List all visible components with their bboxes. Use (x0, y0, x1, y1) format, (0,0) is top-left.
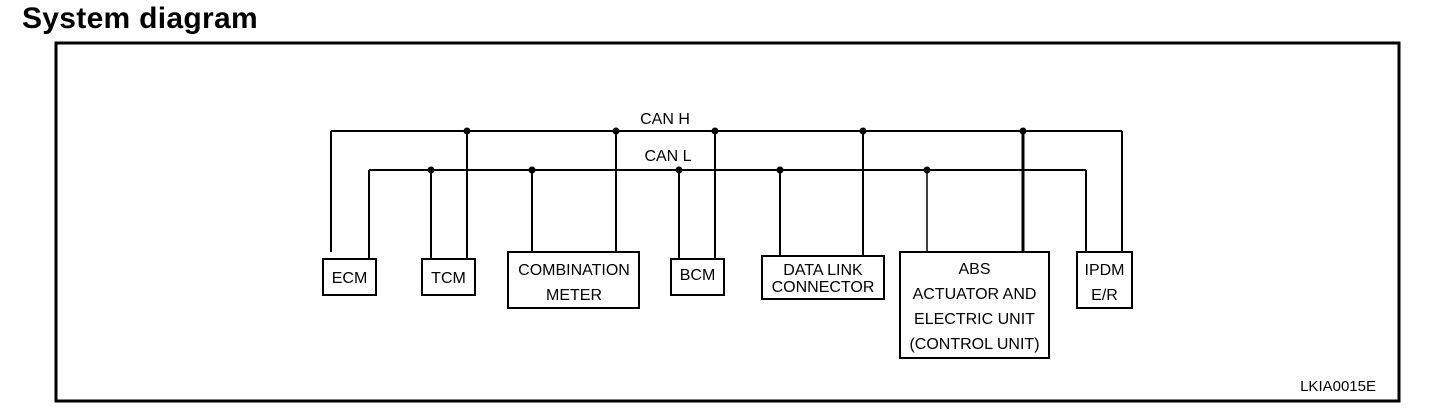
data-link-connector-label-line1: DATA LINK (783, 262, 863, 279)
combination-meter-unit: COMBINATION METER (507, 251, 640, 309)
can-h-label: CAN H (640, 111, 690, 128)
abs-label-line2: ACTUATOR AND (913, 286, 1037, 303)
svg-text:METER: METER (546, 287, 602, 304)
data-link-connector-label-line2: CONNECTOR (772, 279, 875, 296)
svg-text:ECM: ECM (332, 270, 368, 287)
svg-text:ELECTRIC UNIT: ELECTRIC UNIT (914, 311, 1035, 328)
svg-text:TCM: TCM (431, 270, 466, 287)
ecm-label: ECM (332, 270, 368, 287)
ipdm-er-unit: IPDM E/R (1076, 251, 1133, 309)
ecm-unit: ECM (322, 258, 377, 296)
diagram-frame (54, 41, 1401, 403)
bcm-unit: BCM (670, 258, 725, 296)
svg-text:ABS: ABS (958, 261, 990, 278)
abs-label-line4: (CONTROL UNIT) (909, 336, 1039, 353)
svg-text:COMBINATION: COMBINATION (518, 262, 630, 279)
data-link-connector-unit: DATA LINK CONNECTOR (761, 255, 885, 300)
abs-label-line1: ABS (958, 261, 990, 278)
svg-text:BCM: BCM (680, 267, 716, 284)
svg-text:IPDM: IPDM (1085, 262, 1125, 279)
tcm-unit: TCM (421, 258, 476, 296)
figure-code: LKIA0015E (1300, 378, 1376, 395)
svg-text:E/R: E/R (1091, 287, 1118, 304)
can-l-label: CAN L (644, 148, 691, 165)
svg-text:CONNECTOR: CONNECTOR (772, 279, 875, 296)
ipdm-label-line2: E/R (1091, 287, 1118, 304)
abs-unit: ABS ACTUATOR AND ELECTRIC UNIT (CONTROL … (899, 251, 1050, 359)
svg-text:DATA LINK: DATA LINK (783, 262, 863, 279)
svg-text:ACTUATOR AND: ACTUATOR AND (913, 286, 1037, 303)
combination-meter-label-line2: METER (546, 287, 602, 304)
ipdm-label-line1: IPDM (1085, 262, 1125, 279)
can-h-bus (330, 130, 1123, 259)
abs-label-line3: ELECTRIC UNIT (914, 311, 1035, 328)
page-title: System diagram (22, 2, 258, 35)
can-l-bus (368, 169, 1087, 259)
can-l-junctions (427, 166, 931, 174)
bcm-label: BCM (680, 267, 716, 284)
svg-text:(CONTROL UNIT): (CONTROL UNIT) (909, 336, 1039, 353)
can-h-junctions (463, 127, 1027, 135)
tcm-label: TCM (431, 270, 466, 287)
combination-meter-label-line1: COMBINATION (518, 262, 630, 279)
